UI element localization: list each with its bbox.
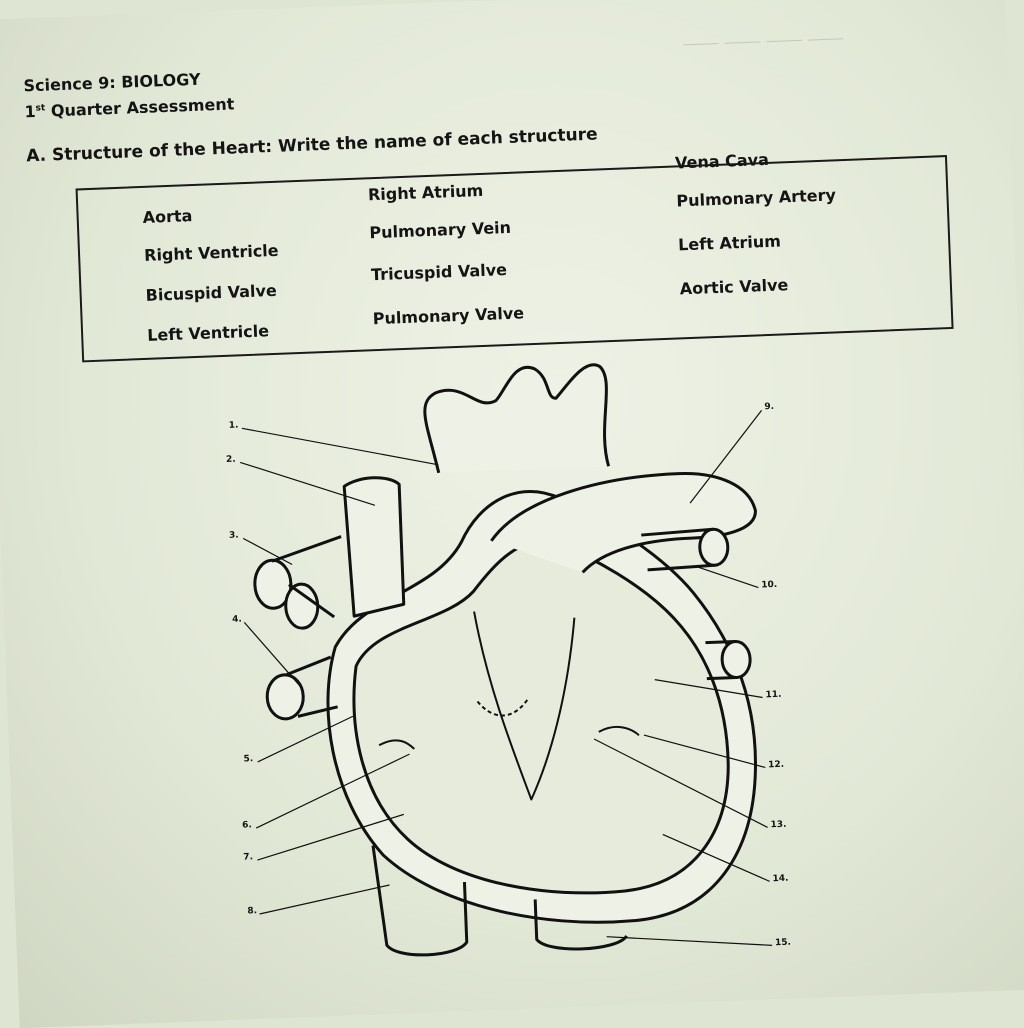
diagram-label: 8. — [247, 906, 258, 917]
heart-inner-wall — [352, 540, 730, 895]
aorta-outline — [423, 363, 611, 474]
diagram-label: 5. — [243, 754, 254, 765]
diagram-label: 13. — [770, 819, 787, 831]
diagram-label: 7. — [243, 852, 254, 863]
valve-left — [378, 739, 415, 750]
pulmonary-vessel-left-lower — [265, 673, 305, 721]
diagram-label: 3. — [228, 530, 239, 541]
diagram-label: 1. — [228, 420, 239, 431]
diagram-label: 15. — [774, 937, 792, 949]
diagram-label: 6. — [241, 820, 252, 831]
diagram-label: 12. — [768, 759, 785, 771]
diagram-label: 4. — [232, 614, 243, 625]
pulmonary-vessel-right-lower — [720, 640, 752, 680]
inferior-vena-cava-outline — [371, 845, 469, 957]
valve-right — [598, 725, 640, 737]
diagram-label: 14. — [772, 873, 789, 885]
septum — [473, 611, 576, 801]
diagram-label: 2. — [225, 454, 236, 465]
pulmonary-vessel-right-upper — [698, 527, 730, 567]
vena-cava-outline — [342, 476, 406, 618]
diagram-label: 11. — [765, 689, 782, 701]
diagram-label: 9. — [764, 401, 775, 413]
diagram-label: 10. — [761, 579, 778, 591]
pulmonary-vessel-left-mid — [284, 582, 320, 630]
valve-center — [476, 698, 529, 717]
pulmonary-artery-outline — [490, 472, 757, 574]
descending-aorta-outline — [533, 899, 628, 951]
